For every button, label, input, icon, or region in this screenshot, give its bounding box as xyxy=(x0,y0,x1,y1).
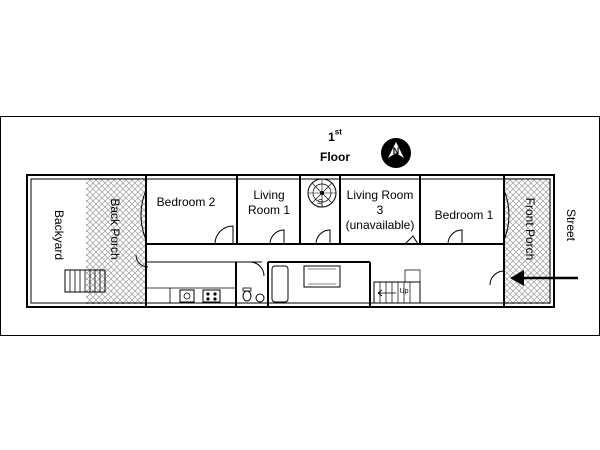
backyard-steps xyxy=(64,269,106,293)
spiral-stair-label: Up xyxy=(317,198,325,208)
living-room-1-label: Living Room 1 xyxy=(238,188,300,218)
kitchen-stove xyxy=(202,289,221,303)
back-porch-area xyxy=(86,178,146,304)
north-arrow-icon xyxy=(381,138,411,168)
back-porch-label: Back Porch xyxy=(108,198,122,260)
building-outer-wall xyxy=(26,174,555,308)
living-room-3-label: Living Room 3 (unavailable) xyxy=(340,188,420,233)
toilet xyxy=(242,290,252,302)
floor-word: Floor xyxy=(320,150,350,164)
closet xyxy=(303,265,341,288)
street-label: Street xyxy=(564,208,578,241)
entrance-arrow-icon xyxy=(510,270,578,286)
compass-letter: N xyxy=(392,146,400,156)
bedroom-2-label: Bedroom 2 xyxy=(156,195,216,209)
bathroom-sink xyxy=(255,293,265,303)
front-porch-label: Front Porch xyxy=(523,197,537,261)
backyard-label: Backyard xyxy=(52,209,66,261)
living-room-3-line1: Living Room xyxy=(346,188,414,202)
living-room-3-line3: (unavailable) xyxy=(345,218,415,232)
bathtub xyxy=(271,265,289,303)
main-staircase xyxy=(373,269,421,304)
main-stair-label: Up xyxy=(399,288,409,295)
floor-suffix: st xyxy=(334,127,342,137)
floor-label: 1st Floor xyxy=(310,127,360,167)
bedroom-1-label: Bedroom 1 xyxy=(434,208,494,222)
kitchen-sink xyxy=(179,289,195,303)
living-room-1-line2: Room 1 xyxy=(247,203,291,217)
floor-number: 1 xyxy=(328,130,335,144)
living-room-3-line2: 3 xyxy=(376,203,384,217)
living-room-1-line1: Living xyxy=(253,188,285,202)
front-porch-area xyxy=(504,178,551,304)
building-inner-wall xyxy=(30,178,551,304)
